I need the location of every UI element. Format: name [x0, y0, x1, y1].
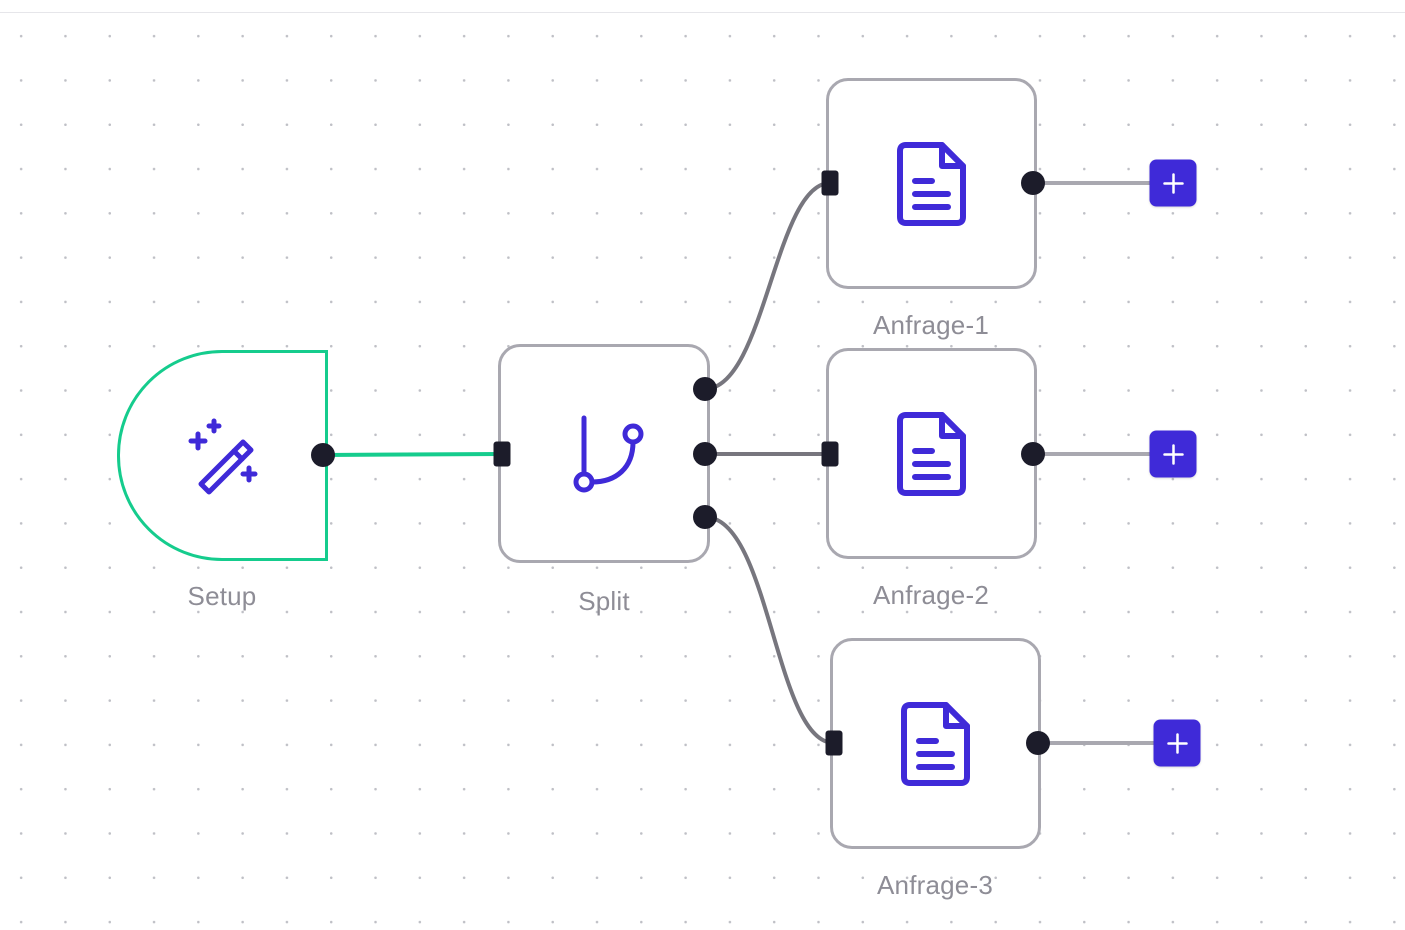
document-icon [896, 411, 966, 496]
document-icon [900, 701, 970, 786]
connection-setup-split[interactable] [322, 452, 504, 457]
anfrage-3-add-node-button[interactable] [1153, 719, 1201, 767]
anfrage-2-input-port[interactable] [821, 441, 839, 467]
split-node[interactable] [498, 344, 710, 563]
branch-icon [573, 415, 644, 492]
canvas-top-border [0, 12, 1405, 13]
split-output-port-1[interactable] [693, 377, 717, 401]
anfrage-3-output-port[interactable] [1026, 731, 1050, 755]
split-output-port-2[interactable] [693, 442, 717, 466]
connection-split-anfrage-3[interactable] [704, 515, 835, 745]
plus-icon [1166, 732, 1188, 754]
anfrage-2-node-label: Anfrage-2 [873, 580, 989, 610]
plus-icon [1162, 443, 1184, 465]
setup-node[interactable] [117, 350, 328, 561]
anfrage-1-output-port[interactable] [1021, 171, 1045, 195]
plus-icon [1162, 172, 1184, 194]
anfrage-2-output-port[interactable] [1021, 442, 1045, 466]
anfrage-1-add-node-button[interactable] [1149, 159, 1197, 207]
setup-node-label: Setup [187, 581, 257, 611]
setup-output-port[interactable] [311, 443, 335, 467]
anfrage-3-input-port[interactable] [825, 730, 843, 756]
document-icon [896, 141, 966, 226]
anfrage-1-node-label: Anfrage-1 [873, 310, 989, 340]
anfrage-1-node[interactable] [826, 78, 1037, 289]
connection-split-anfrage-1[interactable] [704, 181, 831, 391]
anfrage-2-add-node-button[interactable] [1149, 430, 1197, 478]
anfrage-3-node-label: Anfrage-3 [877, 870, 993, 900]
split-input-port[interactable] [493, 441, 511, 467]
anfrage-3-node[interactable] [830, 638, 1041, 849]
anfrage-1-input-port[interactable] [821, 170, 839, 196]
magic-wand-icon [188, 418, 258, 494]
anfrage-2-node[interactable] [826, 348, 1037, 559]
split-node-label: Split [578, 586, 630, 616]
split-output-port-3[interactable] [693, 505, 717, 529]
